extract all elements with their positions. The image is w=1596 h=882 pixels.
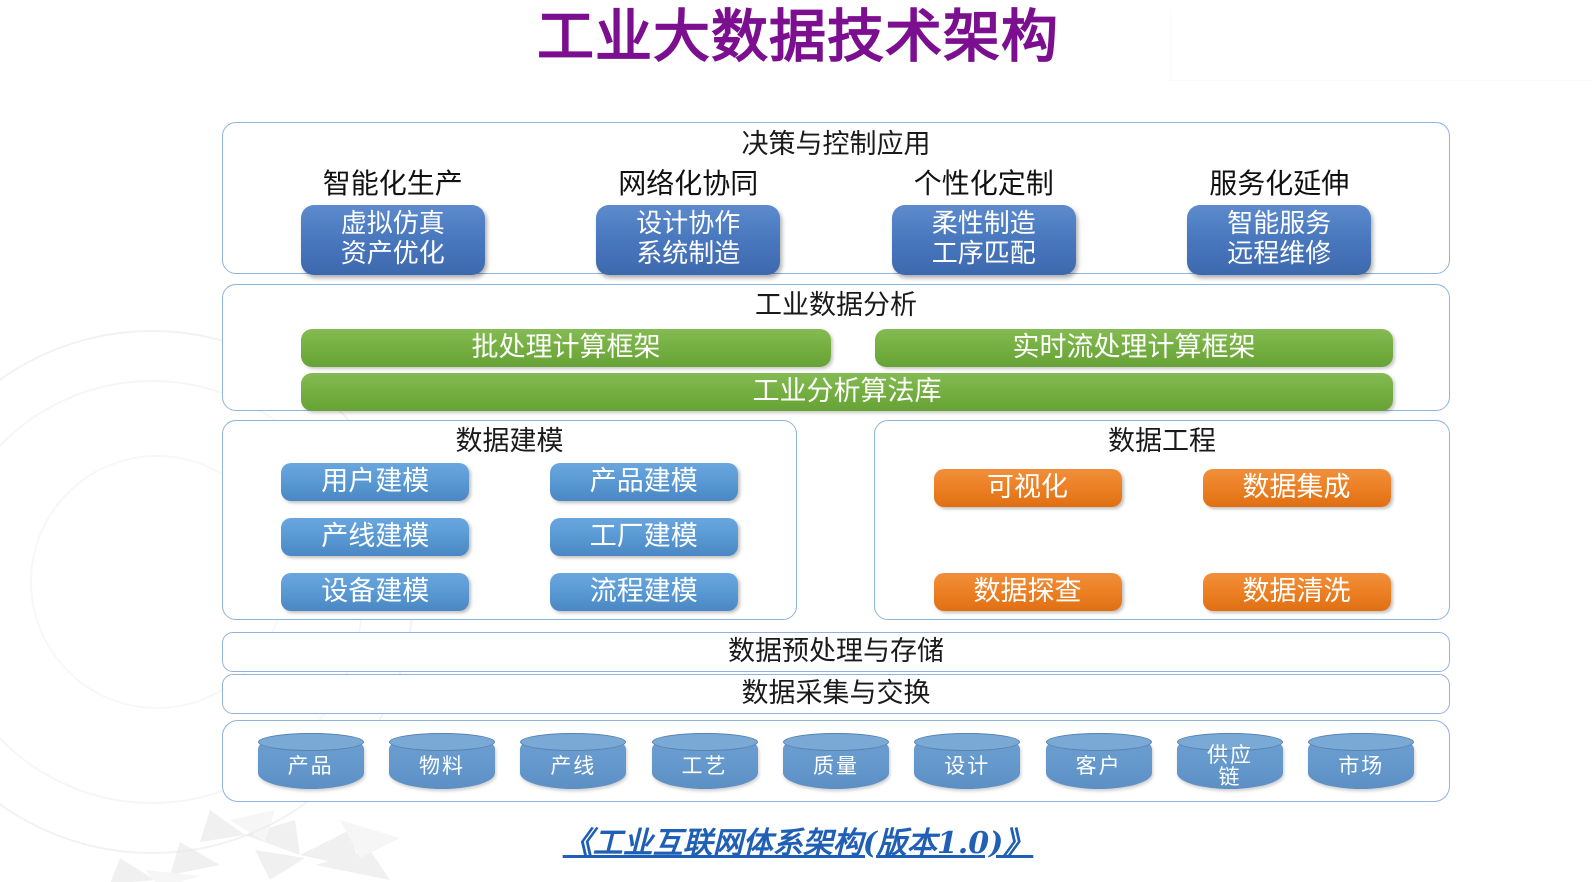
data-source-cylinder-material[interactable]: 物料 [388,733,495,789]
layer-data-sources: 产品 物料 产线 工艺 质量 设计 客户 供应 链 市场 [222,720,1450,802]
data-source-cylinder-customer[interactable]: 客户 [1045,733,1152,789]
engineering-pill-grid: 可视化 数据集成 数据探查 数据清洗 [875,469,1449,611]
engineering-pill-integration[interactable]: 数据集成 [1202,469,1391,507]
layer-industrial-data-analytics: 工业数据分析 批处理计算框架 实时流处理计算框架 工业分析算法库 [222,284,1450,411]
page-title: 工业大数据技术架构 [537,4,1059,70]
data-source-cylinder-production-line[interactable]: 产线 [520,733,627,789]
application-column-intelligent-production: 智能化生产 虚拟仿真 资产优化 [278,167,508,275]
modeling-pill-factory[interactable]: 工厂建模 [549,518,738,556]
application-columns: 智能化生产 虚拟仿真 资产优化 网络化协同 设计协作 系统制造 个性化定制 柔性… [223,167,1449,275]
layer-decision-control-applications: 决策与控制应用 智能化生产 虚拟仿真 资产优化 网络化协同 设计协作 系统制造 … [222,122,1450,275]
cylinder-label: 物料 [418,754,465,778]
application-column-label: 服务化延伸 [1209,167,1350,200]
cylinder-label: 供应 链 [1206,743,1253,789]
layer-applications-title: 决策与控制应用 [741,129,931,160]
cylinder-label: 市场 [1338,754,1385,778]
data-source-cylinder-process[interactable]: 工艺 [651,733,758,789]
application-column-networked-collaboration: 网络化协同 设计协作 系统制造 [573,167,803,275]
layer-analytics-title: 工业数据分析 [755,290,917,321]
modeling-pill-device[interactable]: 设备建模 [281,573,470,611]
data-source-row: 产品 物料 产线 工艺 质量 设计 客户 供应 链 市场 [223,733,1449,789]
application-column-service-extension: 服务化延伸 智能服务 远程维修 [1164,167,1394,275]
data-source-cylinder-supply-chain[interactable]: 供应 链 [1176,733,1283,789]
application-pill-design-collaboration[interactable]: 设计协作 系统制造 [596,205,781,275]
engineering-pill-cleansing[interactable]: 数据清洗 [1202,573,1391,611]
application-column-label: 个性化定制 [913,167,1054,200]
pill-line-2: 工序匹配 [931,239,1036,269]
application-pill-flexible-manufacturing[interactable]: 柔性制造 工序匹配 [891,205,1076,275]
layer-preprocessing-and-storage[interactable]: 数据预处理与存储 [222,632,1450,672]
cylinder-label: 产线 [550,754,597,778]
application-column-personalized-customization: 个性化定制 柔性制造 工序匹配 [869,167,1099,275]
pill-line-1: 智能服务 [1227,209,1332,239]
analytics-bar-stream-framework[interactable]: 实时流处理计算框架 [875,329,1393,367]
pill-line-1: 设计协作 [636,209,741,239]
application-column-label: 智能化生产 [322,167,463,200]
layer-collection-and-exchange[interactable]: 数据采集与交换 [222,674,1450,714]
cylinder-label: 客户 [1075,754,1122,778]
modeling-pill-line[interactable]: 产线建模 [281,518,470,556]
engineering-pill-exploration[interactable]: 数据探查 [933,573,1122,611]
cylinder-label: 设计 [944,754,991,778]
application-pill-virtual-simulation[interactable]: 虚拟仿真 资产优化 [300,205,485,275]
data-source-cylinder-quality[interactable]: 质量 [782,733,889,789]
modeling-pill-user[interactable]: 用户建模 [281,463,470,501]
pill-line-2: 远程维修 [1227,239,1332,269]
modeling-pill-product[interactable]: 产品建模 [549,463,738,501]
application-pill-smart-service[interactable]: 智能服务 远程维修 [1187,205,1372,275]
cylinder-label: 工艺 [681,754,728,778]
pill-line-2: 系统制造 [636,239,741,269]
engineering-pill-visualization[interactable]: 可视化 [933,469,1122,507]
layer-data-modeling: 数据建模 用户建模 产品建模 产线建模 工厂建模 设备建模 流程建模 [222,420,797,620]
analytics-bar-algorithm-library[interactable]: 工业分析算法库 [301,373,1393,411]
layer-data-engineering: 数据工程 可视化 数据集成 数据探查 数据清洗 [874,420,1450,620]
cylinder-label: 质量 [812,754,859,778]
analytics-bar-batch-framework[interactable]: 批处理计算框架 [301,329,831,367]
modeling-pill-grid: 用户建模 产品建模 产线建模 工厂建模 设备建模 流程建模 [223,463,796,611]
application-column-label: 网络化协同 [618,167,759,200]
data-source-cylinder-product[interactable]: 产品 [257,733,364,789]
cylinder-label: 产品 [287,754,334,778]
layer-engineering-title: 数据工程 [1108,426,1216,457]
pill-line-1: 虚拟仿真 [340,209,445,239]
pill-line-2: 资产优化 [340,239,445,269]
data-source-cylinder-market[interactable]: 市场 [1308,733,1415,789]
modeling-pill-process[interactable]: 流程建模 [549,573,738,611]
data-source-cylinder-design[interactable]: 设计 [914,733,1021,789]
source-reference-link[interactable]: 《工业互联网体系架构(版本1.0)》 [562,826,1034,861]
layer-modeling-title: 数据建模 [455,426,564,457]
pill-line-1: 柔性制造 [931,209,1036,239]
